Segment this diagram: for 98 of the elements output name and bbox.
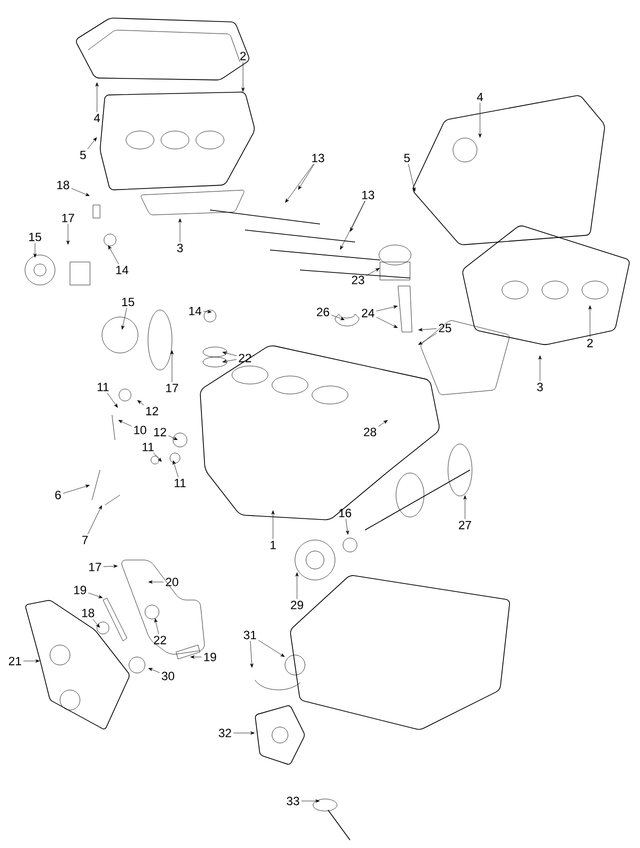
leader-line: [376, 317, 398, 328]
leader-line: [88, 592, 103, 598]
callout-number: 21: [8, 656, 22, 666]
leader-line: [190, 655, 202, 659]
leader-line: [148, 668, 160, 673]
callout-number: 13: [362, 190, 374, 200]
leader-line: [478, 102, 482, 138]
callout-number: 1: [270, 540, 276, 550]
leader-line: [118, 420, 132, 426]
callout-number: 12: [146, 406, 158, 416]
callout-number: 28: [364, 428, 376, 436]
callout-number: 13: [312, 154, 324, 162]
leader-line: [62, 484, 90, 494]
leader-line: [108, 245, 119, 264]
leader-line: [378, 420, 388, 427]
leader-line: [233, 731, 255, 735]
callout-number: 30: [162, 672, 174, 680]
callout-number: 5: [404, 154, 410, 162]
leader-line: [538, 355, 542, 382]
leader-line: [588, 305, 592, 338]
leader-line: [148, 580, 164, 584]
callout-number: 11: [98, 382, 109, 392]
leader-line: [172, 460, 178, 478]
leader-line: [418, 328, 437, 332]
callout-number: 5: [80, 150, 86, 160]
callout-number: 15: [29, 232, 42, 242]
callout-number: 7: [82, 536, 88, 544]
leader-line: [285, 164, 314, 203]
callout-number: 17: [62, 214, 74, 222]
leader-line: [298, 164, 314, 190]
callout-number: 17: [89, 562, 102, 572]
leader-line: [301, 799, 320, 803]
callout-number: 2: [587, 338, 593, 348]
leader-line: [366, 268, 380, 276]
leader-line: [103, 564, 118, 568]
callout-number: 3: [177, 244, 183, 252]
leader-line: [295, 572, 299, 600]
leader-line: [178, 218, 182, 242]
leader-line: [222, 352, 237, 356]
leader-line: [106, 392, 118, 408]
callout-number: 11: [142, 442, 154, 452]
leader-line: [92, 618, 100, 628]
leader-line: [154, 618, 159, 634]
leader-line: [241, 62, 245, 92]
callout-number: 31: [244, 630, 256, 640]
leader-line: [408, 164, 416, 192]
callout-number: 32: [218, 728, 232, 738]
leader-line: [250, 640, 254, 668]
callout-number: 14: [189, 306, 202, 316]
callout-number: 2: [240, 52, 246, 60]
leader-line: [88, 505, 102, 534]
leader-line: [222, 359, 237, 363]
callout-number: 22: [154, 636, 166, 644]
callout-number: 6: [55, 490, 61, 500]
leader-line: [463, 495, 467, 520]
callout-number: 14: [116, 266, 128, 274]
leader-line: [258, 640, 285, 657]
callout-number: 3: [537, 382, 543, 392]
leader-line: [23, 659, 40, 663]
callout-number: 26: [316, 308, 330, 316]
callout-number: 15: [122, 298, 134, 306]
leader-line: [340, 200, 366, 250]
callout-number: 25: [438, 324, 452, 332]
leader-line: [153, 452, 162, 462]
leader-line: [137, 400, 144, 406]
callout-number: 23: [352, 276, 364, 284]
callout-number: 4: [94, 114, 100, 122]
callout-number: 19: [204, 652, 216, 662]
callout-number: 33: [286, 796, 300, 806]
leader-line: [71, 188, 90, 196]
leader-line: [346, 518, 350, 535]
callout-number: 18: [57, 180, 70, 190]
callout-number: 22: [238, 354, 252, 362]
callout-number: 19: [74, 586, 86, 594]
callout-number: 12: [154, 428, 166, 436]
leader-line: [376, 305, 398, 312]
leader-line: [418, 333, 437, 345]
leader-line: [87, 137, 97, 150]
leader-line: [271, 510, 275, 540]
callout-number: 20: [166, 578, 178, 586]
leader-line: [121, 308, 127, 330]
callout-number: 18: [82, 608, 94, 618]
leader-line: [95, 82, 99, 112]
callout-number: 10: [134, 426, 146, 434]
callout-number: 24: [362, 308, 374, 318]
callout-number: 17: [166, 384, 178, 392]
leader-line: [350, 200, 366, 232]
callout-number: 11: [174, 478, 186, 488]
leader-line: [170, 350, 174, 382]
leader-line: [66, 224, 70, 245]
leader-line: [168, 436, 178, 440]
callout-number: 29: [290, 600, 304, 610]
callout-number: 4: [476, 92, 483, 102]
leader-line: [203, 310, 212, 314]
callout-number: 16: [339, 508, 352, 518]
leader-line: [331, 314, 345, 320]
callout-number: 27: [458, 520, 472, 530]
leader-line: [33, 242, 37, 258]
